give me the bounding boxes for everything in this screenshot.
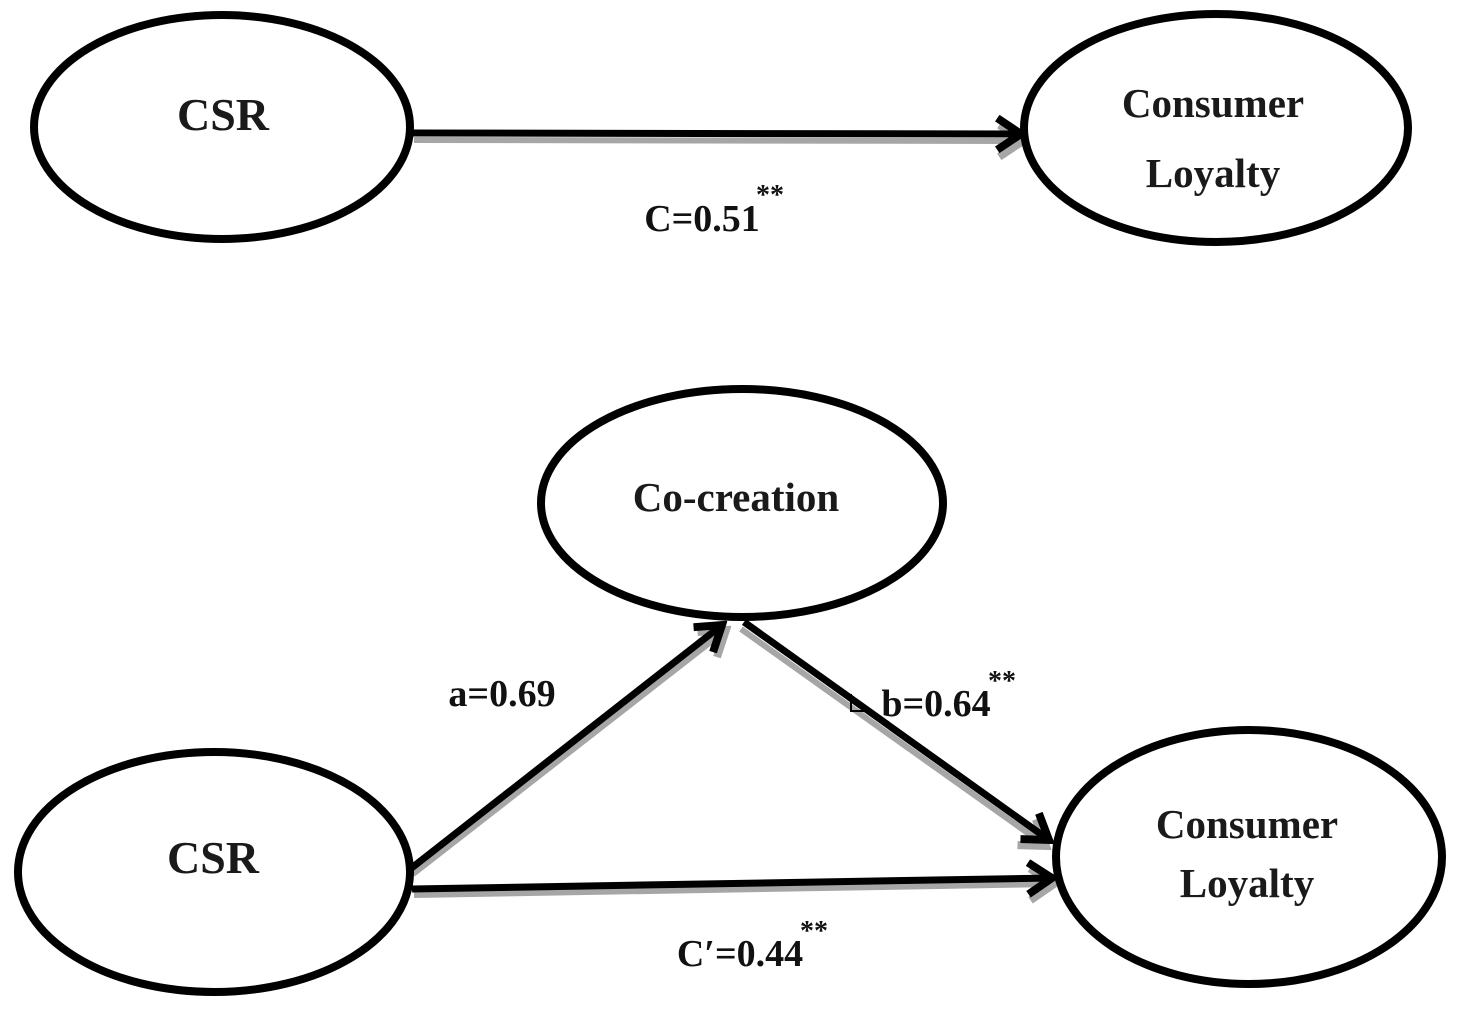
label-csr-total: CSR: [177, 89, 270, 140]
path-c-arrow-line: [411, 133, 1021, 134]
label-consumer-mediation-line2: Loyalty: [1180, 860, 1315, 906]
path-c-prime-arrow: [411, 878, 1054, 895]
path-b-arrow: [739, 619, 1049, 846]
path-a-arrow-line: [406, 625, 722, 873]
path-a-label: a=0.69: [448, 673, 555, 715]
path-b-label: b=0.64: [881, 683, 990, 725]
path-c-arrow: [411, 133, 1023, 141]
path-b-arrow-shadow: [739, 626, 1046, 846]
path-c-prime-arrow-line: [411, 878, 1052, 889]
stray-corner-mark: [850, 694, 866, 712]
node-csr-mediation: [14, 748, 414, 996]
label-consumer-total-line1: Consumer: [1122, 80, 1304, 126]
path-c-prime-arrow-shadow: [413, 884, 1054, 895]
path-c-prime-significance: **: [800, 916, 828, 947]
node-consumer-loyalty-total: [1020, 10, 1412, 246]
path-c-arrow-shadow: [413, 140, 1023, 141]
label-co-creation: Co-creation: [633, 474, 840, 520]
path-a-arrow: [406, 625, 726, 877]
node-co-creation: [537, 385, 947, 621]
path-c-significance: **: [756, 180, 784, 211]
path-b-significance: **: [988, 666, 1016, 697]
path-a-arrow-shadow: [411, 630, 726, 877]
label-csr-mediation: CSR: [167, 832, 260, 883]
path-c-prime-label: C′=0.44: [677, 933, 803, 975]
label-consumer-total-line2: Loyalty: [1146, 150, 1281, 196]
path-b-arrow-line: [741, 619, 1049, 840]
label-consumer-mediation-line1: Consumer: [1156, 801, 1338, 847]
node-csr-total: [30, 11, 414, 243]
node-consumer-loyalty-mediation: [1052, 726, 1446, 988]
path-c-label: C=0.51: [644, 198, 760, 240]
